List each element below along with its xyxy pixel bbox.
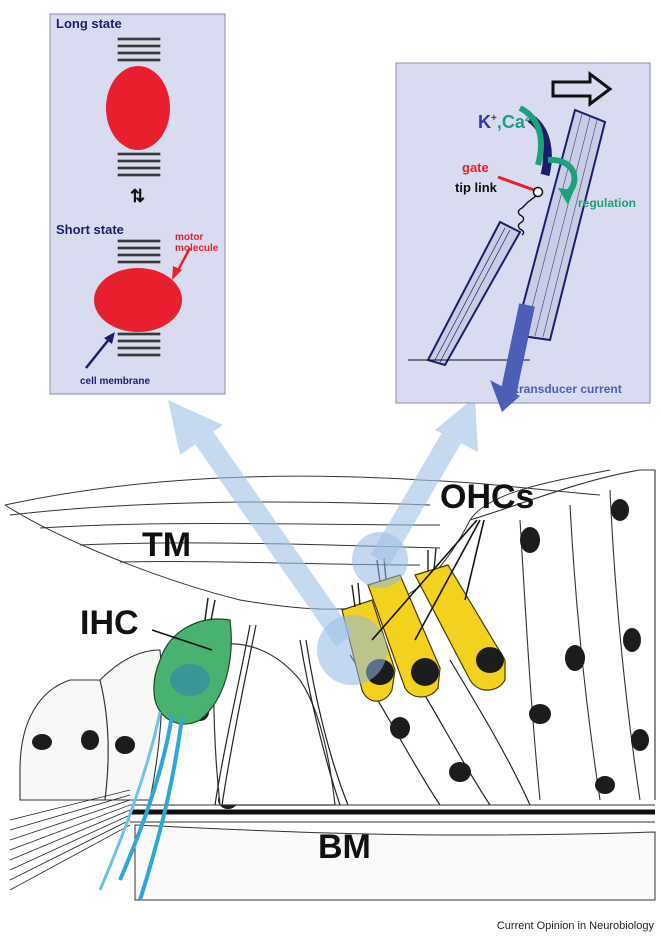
equilibrium-icon: ⇅ <box>130 186 146 206</box>
regulation-label: regulation <box>578 196 637 210</box>
transducer-current-label: transducer current <box>515 382 622 396</box>
membrane-stack-top <box>117 37 161 62</box>
ihc-label: IHC <box>80 604 139 642</box>
motor-molecule-short <box>94 268 182 332</box>
gate-label: gate <box>462 160 489 175</box>
motor-molecule-label: motor molecule <box>175 232 219 254</box>
ion-label: K+,Ca2+ <box>478 112 536 133</box>
short-state-label: Short state <box>56 222 124 237</box>
tm-label: TM <box>142 526 192 564</box>
direction-arrow-icon <box>551 71 613 107</box>
calcium-charge: 2+ <box>524 113 537 124</box>
motor-molecule-long <box>106 66 170 150</box>
potassium-label: K <box>478 112 491 132</box>
long-state-label: Long state <box>56 16 122 31</box>
transducer-current-arrow <box>500 303 535 397</box>
bm-label: BM <box>318 828 371 866</box>
transducer-panel <box>395 62 651 412</box>
gate-line <box>497 175 535 192</box>
potassium-charge: + <box>491 113 497 124</box>
cell-membrane-label: cell membrane <box>80 376 151 387</box>
tip-link-label: tip link <box>455 180 497 195</box>
calcium-label: ,Ca <box>496 112 525 132</box>
motor-panel <box>49 13 226 395</box>
tip-link-spring <box>517 195 537 236</box>
credit-text: Current Opinion in Neurobiology <box>496 920 654 932</box>
organ-of-corti-drawing <box>4 469 656 901</box>
ohcs-label: OHCs <box>440 478 535 516</box>
